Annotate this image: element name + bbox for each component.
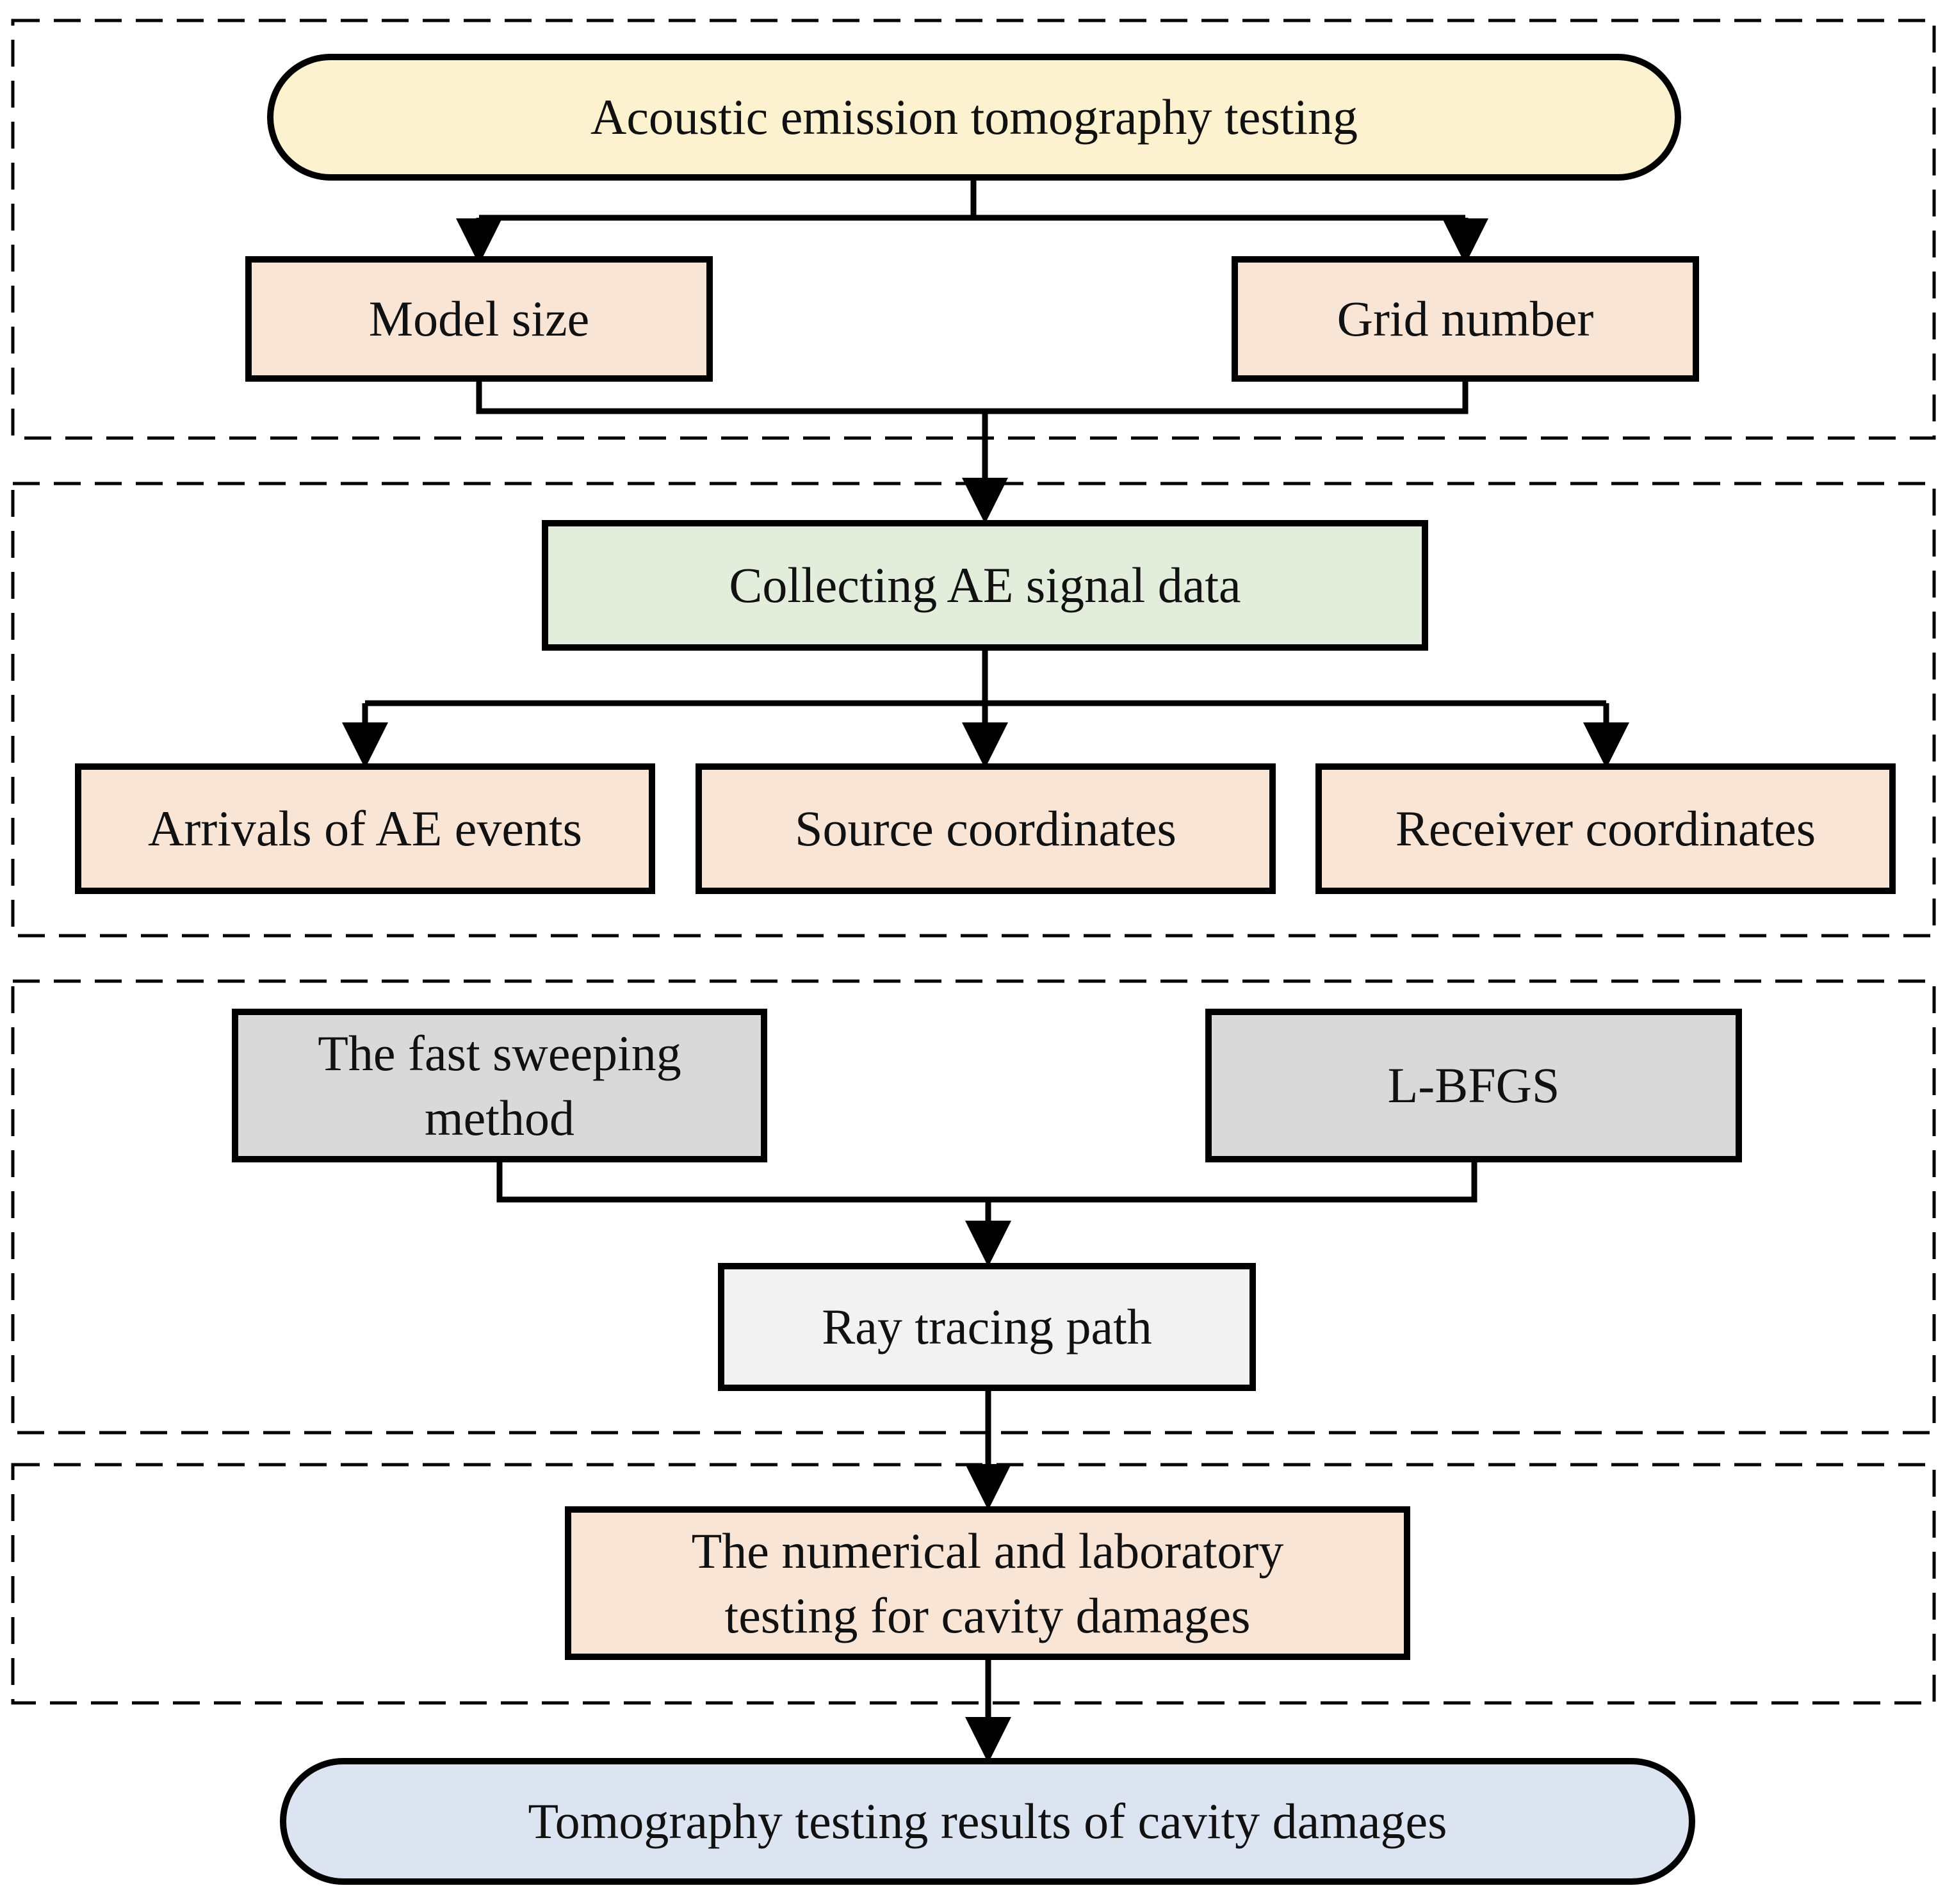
testing-label-line2: testing for cavity damages [724,1588,1251,1643]
lbfgs-box: L-BFGS [1205,1009,1742,1162]
ray-tracing-label: Ray tracing path [822,1299,1152,1355]
fast-sweeping-box: The fast sweeping method [232,1009,767,1162]
lbfgs-label: L-BFGS [1387,1057,1560,1114]
end-terminal: Tomography testing results of cavity dam… [280,1758,1695,1885]
fast-sweeping-label-line2: method [425,1090,574,1146]
arrivals-box: Arrivals of AE events [75,763,655,894]
source-label: Source coordinates [795,801,1176,857]
testing-label-line1: The numerical and laboratory [691,1522,1284,1579]
collect-label: Collecting AE signal data [729,557,1241,614]
receiver-box: Receiver coordinates [1315,763,1896,894]
connector-collect-split [365,651,1606,706]
section-frame-1 [11,19,1936,440]
receiver-label: Receiver coordinates [1395,801,1816,857]
start-terminal: Acoustic emission tomography testing [267,54,1681,181]
ray-tracing-box: Ray tracing path [718,1263,1256,1391]
collect-box: Collecting AE signal data [542,520,1428,651]
grid-number-label: Grid number [1337,291,1594,347]
grid-number-box: Grid number [1232,256,1699,382]
model-size-box: Model size [245,256,713,382]
connector-inputs-merge [476,382,1469,512]
connector-start-split [479,181,1465,221]
fast-sweeping-label-line1: The fast sweeping [318,1025,681,1081]
arrivals-label: Arrivals of AE events [147,801,582,857]
start-label: Acoustic emission tomography testing [590,89,1358,145]
model-size-label: Model size [368,291,590,347]
end-label: Tomography testing results of cavity dam… [528,1793,1447,1850]
testing-box: The numerical and laboratory testing for… [565,1506,1410,1660]
section-frame-3 [11,979,1936,1435]
source-box: Source coordinates [696,763,1276,894]
